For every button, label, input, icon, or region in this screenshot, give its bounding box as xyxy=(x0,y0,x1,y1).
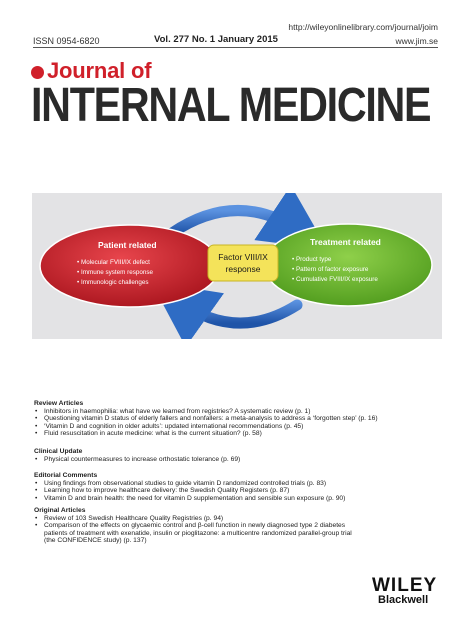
journal-title: INTERNAL MEDICINE xyxy=(31,79,432,132)
toc-item[interactable]: ‘Vitamin D and cognition in older adults… xyxy=(34,423,378,431)
patient-related-item: • Molecular FVIII/IX defect xyxy=(77,259,150,266)
journal-of-label: Journal of xyxy=(47,58,152,83)
treatment-related-title: Treatment related xyxy=(310,237,381,247)
volume-issue-date: Vol. 277 No. 1 January 2015 xyxy=(154,34,278,45)
toc-section-heading: Editorial Comments xyxy=(34,472,98,479)
toc-editorial-comments: Editorial Comments Using findings from o… xyxy=(34,472,345,502)
treatment-related-item: • Product type xyxy=(292,256,332,263)
toc-item[interactable]: Learning how to improve healthcare deliv… xyxy=(34,487,345,495)
publisher-logo-blackwell: Blackwell xyxy=(378,594,429,606)
factor-response-box xyxy=(207,244,279,282)
toc-item-continuation[interactable]: (the CONFIDENCE study) (p. 137) xyxy=(44,537,147,545)
cycle-arrow-top xyxy=(166,193,328,250)
toc-item[interactable]: Inhibitors in haemophilia: what have we … xyxy=(34,408,378,416)
factor-response-line2: response xyxy=(226,264,261,274)
cover-diagram: Patient related • Molecular FVIII/IX def… xyxy=(39,193,433,339)
toc-item[interactable]: Using findings from observational studie… xyxy=(34,480,345,488)
factor-response-line1: Factor VIII/IX xyxy=(218,252,268,262)
patient-related-item: • Immune system response xyxy=(77,269,154,276)
issn-number: ISSN 0954-6820 xyxy=(33,36,100,46)
cycle-arrow-bottom xyxy=(151,281,303,339)
publisher-logo-wiley: WILEY xyxy=(372,575,438,596)
toc-item-continuation[interactable]: patients of treatment with exenatide, in… xyxy=(44,529,352,537)
toc-item[interactable]: Fluid resuscitation in acute medicine: w… xyxy=(34,430,378,438)
patient-related-title: Patient related xyxy=(98,240,157,250)
toc-section-heading: Review Articles xyxy=(34,400,84,407)
patient-related-ellipse xyxy=(39,224,221,308)
journal-logo-dot xyxy=(31,66,44,79)
toc-original-articles: Original Articles Review of 103 Swedish … xyxy=(34,507,352,545)
toc-item[interactable]: Review of 103 Swedish Healthcare Quality… xyxy=(34,515,352,523)
treatment-related-item: • Cumulative FVIII/IX exposure xyxy=(292,276,378,283)
toc-item[interactable]: Comparison of the effects on glycaemic c… xyxy=(34,522,352,530)
journal-url-jim[interactable]: www.jim.se xyxy=(395,36,438,46)
toc-section-heading: Clinical Update xyxy=(34,448,83,455)
toc-item[interactable]: Vitamin D and brain health: the need for… xyxy=(34,495,345,503)
toc-item[interactable]: Questioning vitamin D status of elderly … xyxy=(34,415,378,423)
header-divider xyxy=(33,47,438,48)
toc-review-articles: Review Articles Inhibitors in haemophili… xyxy=(34,400,378,438)
journal-url-wiley[interactable]: http://wileyonlinelibrary.com/journal/jo… xyxy=(288,22,438,32)
cover-figure: Patient related • Molecular FVIII/IX def… xyxy=(32,193,442,339)
treatment-related-item: • Pattern of factor exposure xyxy=(292,266,369,273)
toc-clinical-update: Clinical Update Physical countermeasures… xyxy=(34,448,240,463)
patient-related-item: • Immunologic challenges xyxy=(77,279,149,286)
toc-section-heading: Original Articles xyxy=(34,507,86,514)
toc-item[interactable]: Physical countermeasures to increase ort… xyxy=(34,456,240,464)
